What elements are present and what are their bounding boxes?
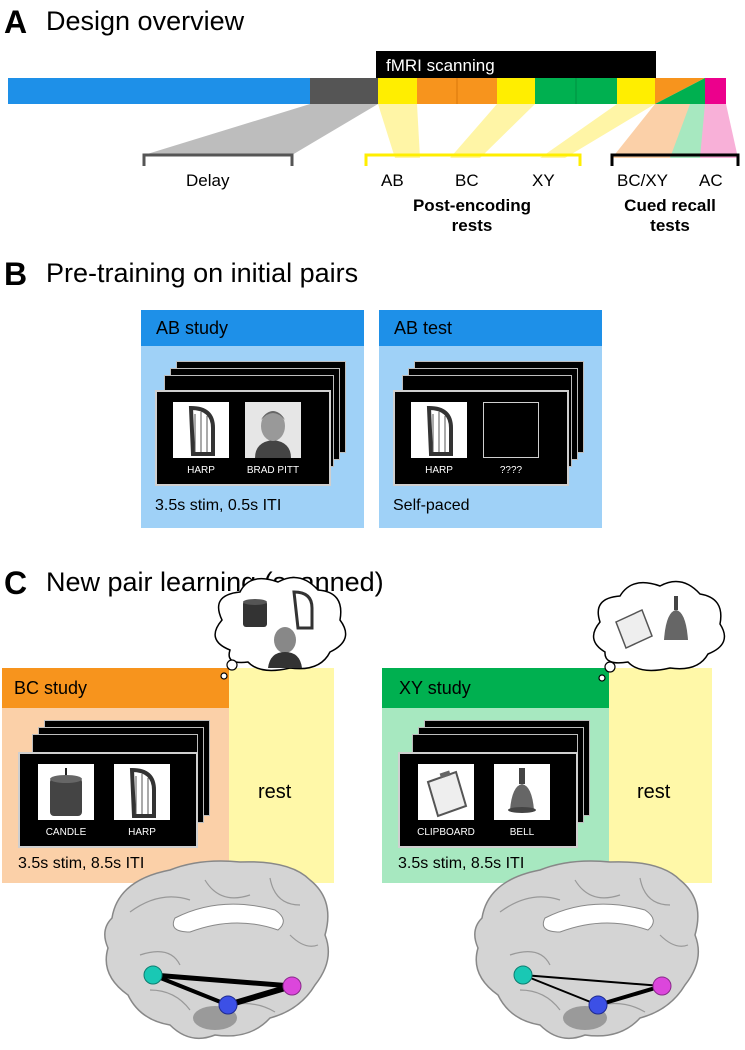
delay-projection [144,104,378,155]
ac-test-projection [700,104,738,158]
ac-test-label: AC [699,171,723,190]
ab-study-box: AB study HARP BRAD PITT 3.5s stim, 0.5s … [141,310,364,528]
harp-icon [114,764,170,820]
cyan-blue-link [522,974,599,1006]
bc-study-item-2-label: HARP [128,827,156,838]
scanning-label: fMRI scanning [386,56,495,75]
xy-study-item-2-label: BELL [509,827,535,838]
xy-study-title: XY study [399,678,471,698]
panel-c-title: New pair learning (scanned) [46,567,384,597]
bc-rest-label: BC [455,171,479,190]
xy-rest-label: XY [532,171,555,190]
bc-xy-test-segment-green [655,78,705,104]
ab-test-item-1-label: HARP [425,465,453,476]
bc-study-segment-2 [457,78,497,104]
face-icon [268,627,302,668]
ab-test-title: AB test [394,318,453,338]
ab-study-card: HARP BRAD PITT [155,390,331,486]
blue-magenta-link [597,984,663,1007]
panel-a-title: Design overview [46,6,245,36]
bc-study-header [2,668,229,708]
cued-recall-bracket [610,153,740,166]
ab-study-title: AB study [156,318,229,338]
ab-rest-label: AB [381,171,404,190]
xy-rest-projection [540,104,655,158]
panel-a-letter: A [4,4,28,40]
ab-test-timing: Self-paced [393,497,470,514]
ab-rest-segment [378,78,417,104]
delay-bracket [142,153,294,166]
bc-study-item-1-label: CANDLE [45,827,87,838]
cyan-node [143,965,163,985]
bc-rest-projection [450,104,535,158]
blank-placeholder [483,402,539,458]
ab-test-header [379,310,602,346]
xy-study-card: CLIPBOARD BELL [398,752,578,848]
magenta-node [282,976,302,996]
xy-study-box: XY study CLIPBOARD BELL 3.5s stim, 8.5s … [382,668,609,883]
bc-rest-panel [229,668,334,883]
harp-icon [411,402,467,458]
bc-study-box: BC study CANDLE HARP 3.5s stim, 8.5s ITI [2,668,229,883]
ab-test-box: AB test HARP ???? Self-paced [379,310,602,528]
xy-rest-label: rest [637,781,671,803]
right-brain [474,860,700,1040]
post-encoding-bracket [364,153,582,166]
xy-test-projection [670,104,705,158]
clipboard-icon [418,764,474,820]
magenta-node [652,976,672,996]
blue-node [218,995,238,1015]
panel-b-title: Pre-training on initial pairs [46,258,359,288]
ab-study-item-2-label: BRAD PITT [246,465,300,476]
candle-icon [243,599,267,627]
left-brain [104,860,330,1040]
ab-study-item-1-label: HARP [187,465,215,476]
bc-xy-test-label: BC/XY [617,171,669,190]
cyan-node [513,965,533,985]
delay-segment [310,78,378,104]
pretraining-segment [8,78,310,104]
scanning-bar [376,51,656,79]
cyan-magenta-link [522,974,663,987]
xy-rest-panel [609,668,712,883]
bell-icon [494,764,550,820]
cyan-magenta-link [152,972,293,989]
post-encoding-label: Post-encoding rests [412,196,532,236]
ab-study-timing: 3.5s stim, 0.5s ITI [155,497,282,514]
blue-magenta-link [227,983,293,1008]
bell-icon [664,596,688,640]
panel-b-letter: B [4,256,28,292]
xy-study-timing: 3.5s stim, 8.5s ITI [398,855,525,872]
ab-test-item-2-label: ???? [499,465,523,476]
bc-study-card: CANDLE HARP [18,752,198,848]
cued-recall-label: Cued recall tests [624,196,716,236]
face-icon [245,402,301,458]
xy-study-segment-1 [535,78,576,104]
harp-icon [173,402,229,458]
ab-study-header [141,310,364,346]
xy-study-segment-2 [576,78,617,104]
bc-rest-label: rest [258,781,292,803]
blue-node [588,995,608,1015]
delay-label: Delay [186,171,230,190]
ac-test-segment [705,78,726,104]
bc-study-title: BC study [14,678,88,698]
bc-study-segment-1 [417,78,457,104]
xy-study-header [382,668,609,708]
xy-rest-segment [617,78,655,104]
candle-icon [38,764,94,820]
bc-study-timing: 3.5s stim, 8.5s ITI [18,855,145,872]
panel-c-letter: C [4,565,28,601]
bc-rest-segment [497,78,535,104]
harp-icon [292,590,314,630]
ab-test-card: HARP ???? [393,390,569,486]
clipboard-icon [615,608,653,650]
ab-rest-projection [378,104,420,158]
xy-study-item-1-label: CLIPBOARD [417,827,475,838]
cyan-blue-link [152,973,229,1007]
